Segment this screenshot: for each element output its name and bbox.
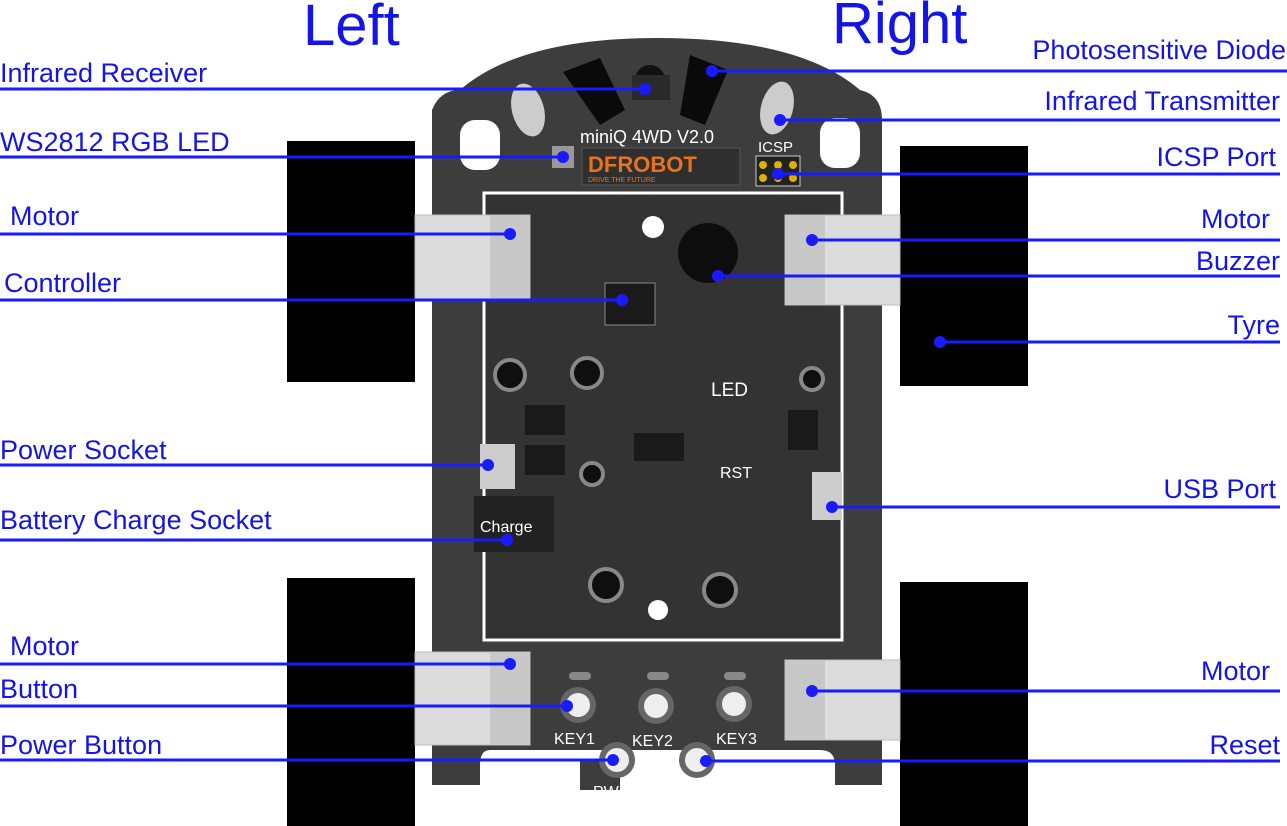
- key-buttons: [560, 672, 752, 778]
- tyre-rear-right: [900, 582, 1028, 826]
- label-controller: Controller: [4, 268, 121, 298]
- label-motor-rear-right: Motor: [1201, 656, 1270, 686]
- capacitors: [493, 356, 825, 608]
- key3-label: KEY3: [716, 731, 757, 748]
- tyre-front-right: [900, 146, 1028, 386]
- label-motor-front-left: Motor: [10, 201, 79, 231]
- charge-label: Charge: [480, 519, 533, 536]
- label-infrared-transmitter: Infrared Transmitter: [1044, 86, 1280, 116]
- board-model-label: miniQ 4WD V2.0: [580, 127, 714, 147]
- pw-on-label: PW ON: [593, 784, 652, 801]
- label-power-socket: Power Socket: [0, 435, 167, 465]
- tyre-rear-left: [287, 578, 415, 826]
- label-photosensitive-diode: Photosensitive Diode: [1032, 35, 1286, 65]
- dfrobot-logo: DFROBOT DRIVE THE FUTURE: [581, 147, 741, 186]
- label-motor-rear-left: Motor: [10, 631, 79, 661]
- label-ws2812-rgb-led: WS2812 RGB LED: [0, 127, 230, 157]
- label-reset: Reset: [1209, 730, 1280, 760]
- label-motor-front-right: Motor: [1201, 204, 1270, 234]
- label-buzzer: Buzzer: [1196, 246, 1280, 276]
- icsp-label: ICSP: [758, 139, 793, 156]
- key2-label: KEY2: [632, 733, 673, 750]
- left-annotations: Infrared Receiver WS2812 RGB LED Motor C…: [0, 58, 651, 766]
- label-infrared-receiver: Infrared Receiver: [0, 58, 207, 88]
- brand-tagline: DRIVE THE FUTURE: [588, 177, 656, 184]
- label-icsp-port: ICSP Port: [1156, 142, 1276, 172]
- left-title: Left: [303, 0, 400, 58]
- buzzer-icon: [678, 223, 738, 283]
- brand-text: DFROBOT: [588, 152, 697, 177]
- rst-button-label: RST: [680, 784, 712, 801]
- controller-chip-icon: [604, 282, 656, 326]
- label-power-button: Power Button: [0, 730, 162, 760]
- charge-socket-icon: [474, 496, 554, 552]
- right-annotations: Photosensitive Diode Infrared Transmitte…: [700, 35, 1287, 767]
- infrared-led-left-icon: [511, 83, 545, 137]
- led-label: LED: [711, 380, 748, 401]
- label-tyre: Tyre: [1227, 310, 1280, 340]
- label-usb-port: USB Port: [1163, 474, 1276, 504]
- usb-port-icon: [812, 472, 842, 520]
- tyre-front-left: [287, 141, 415, 382]
- label-battery-charge-socket: Battery Charge Socket: [0, 505, 272, 535]
- key1-label: KEY1: [554, 731, 595, 748]
- right-title: Right: [832, 0, 967, 56]
- label-button: Button: [0, 674, 78, 704]
- rst-silk-label: RST: [720, 465, 752, 482]
